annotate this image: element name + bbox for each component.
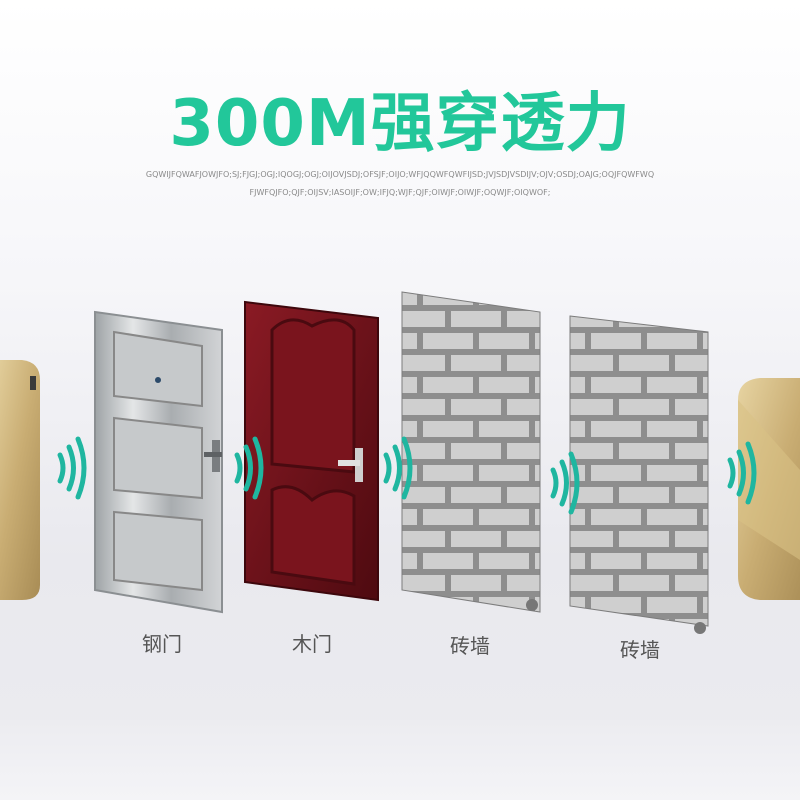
brick-wall-2 bbox=[569, 315, 709, 634]
transmitter-left bbox=[0, 360, 40, 600]
headline: 300M强穿透力 bbox=[169, 87, 631, 161]
signal-wave-icon bbox=[57, 436, 87, 500]
receiver-right bbox=[738, 378, 800, 600]
floor bbox=[0, 720, 800, 800]
wooden-door bbox=[244, 300, 379, 602]
label-brick-wall-1: 砖墙 bbox=[450, 634, 490, 658]
signal-wave-icon bbox=[234, 436, 264, 500]
signal-wave-icon bbox=[550, 451, 580, 515]
label-brick-wall-2: 砖墙 bbox=[620, 638, 660, 662]
signal-wave-icon bbox=[383, 436, 413, 500]
fine-print-line-1: GQWIJFQWAFJOWJFO;SJ;FJGJ;OGJ;IQOGJ;OGJ;O… bbox=[145, 170, 655, 179]
signal-wave-icon bbox=[727, 441, 757, 505]
fine-print-line-2: FJWFQJFO;QJF;OIJSV;IASOIJF;OW;IFJQ;WJF;Q… bbox=[249, 188, 551, 197]
steel-door bbox=[94, 310, 223, 614]
label-steel-door: 钢门 bbox=[142, 632, 182, 656]
brick-wall-1 bbox=[401, 291, 541, 613]
label-wooden-door: 木门 bbox=[292, 632, 332, 656]
